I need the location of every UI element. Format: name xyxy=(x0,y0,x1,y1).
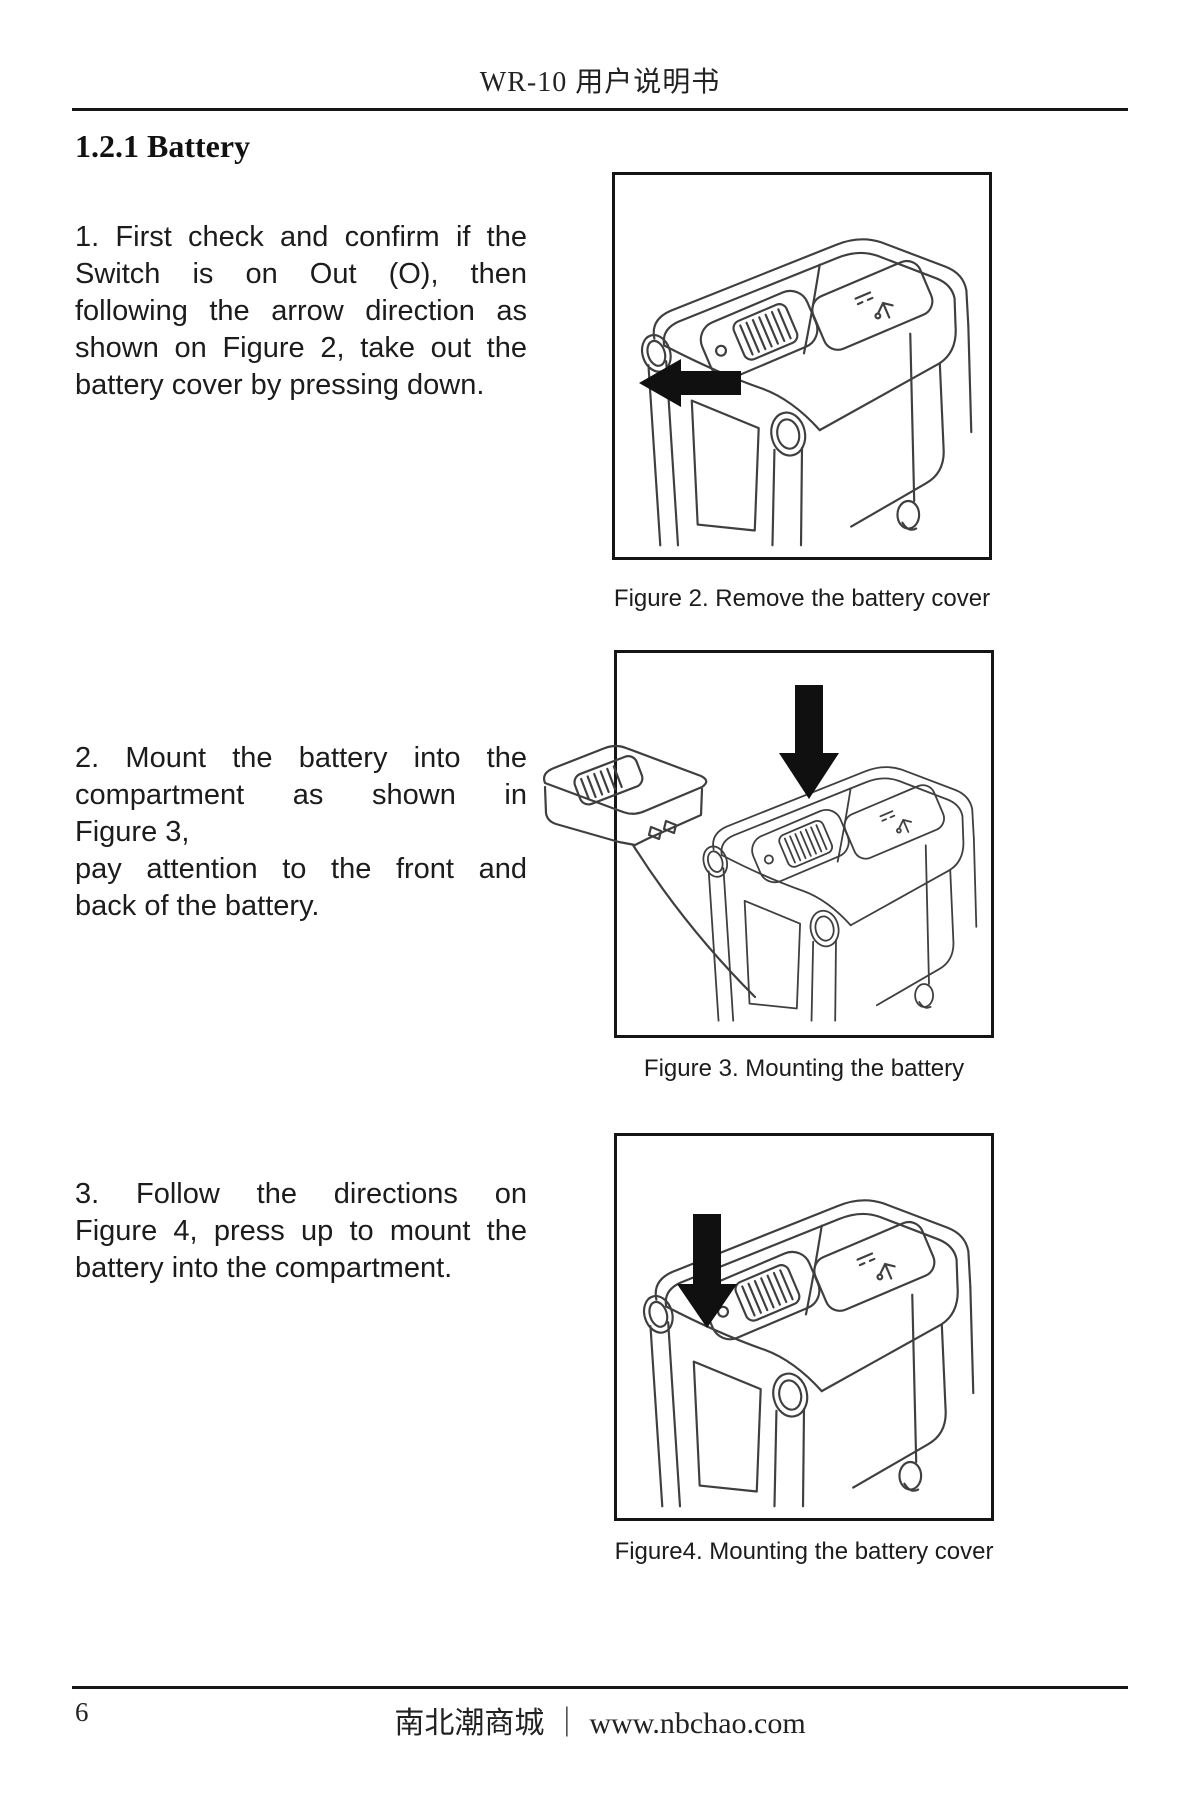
arrow-left-icon xyxy=(639,359,741,407)
figure-3-caption: Figure 3. Mounting the battery xyxy=(643,1055,965,1082)
figure-3-drawing xyxy=(542,685,978,1022)
paragraph-line: battery into the compartment. xyxy=(75,1252,453,1284)
section-heading: 1.2.1 Battery xyxy=(75,128,251,164)
header-title: WR-10 用户说明书 xyxy=(479,67,721,98)
paragraph-line: pay attention to the front and xyxy=(75,853,527,885)
arrow-down-icon xyxy=(779,685,839,799)
paragraph-line: Figure 3, xyxy=(75,816,190,848)
paragraph-line: shown on Figure 2, take out the xyxy=(75,332,527,364)
battery-line-art xyxy=(542,744,757,999)
figure-2-drawing xyxy=(636,238,973,547)
paragraph-line: 2. Mount the battery into the xyxy=(75,742,527,774)
step-paragraph-1: 1. First check and confirm if the Switch… xyxy=(75,219,527,404)
step-paragraph-3: 3. Follow the directions on Figure 4, pr… xyxy=(75,1176,527,1287)
paragraph-line: battery cover by pressing down. xyxy=(75,369,485,401)
arrow-down-icon xyxy=(677,1214,737,1328)
footer-rule xyxy=(72,1686,1128,1689)
figure-4-caption: Figure4. Mounting the battery cover xyxy=(614,1538,994,1565)
step-paragraph-2: 2. Mount the battery into the compartmen… xyxy=(75,740,527,925)
paragraph-line: 1. First check and confirm if the xyxy=(75,221,527,253)
paragraph-line: Figure 4, press up to mount the xyxy=(75,1215,527,1247)
figure-2-frame xyxy=(612,172,992,560)
header-rule xyxy=(72,108,1128,111)
page-number: 6 xyxy=(75,1697,89,1727)
paragraph-line: back of the battery. xyxy=(75,890,320,922)
figure-3-frame xyxy=(542,650,994,1038)
device-line-art xyxy=(638,1199,975,1508)
paragraph-line: compartment as shown in xyxy=(75,779,527,811)
figure-4-drawing xyxy=(638,1199,975,1508)
figure-2-caption: Figure 2. Remove the battery cover xyxy=(613,585,991,612)
figure-4-frame xyxy=(614,1133,994,1521)
paragraph-line: following the arrow direction as xyxy=(75,295,527,327)
paragraph-line: 3. Follow the directions on xyxy=(75,1178,527,1210)
footer-site-text: 南北潮商城 ｜ www.nbchao.com xyxy=(394,1707,806,1740)
paragraph-line: Switch is on Out (O), then xyxy=(75,258,527,290)
